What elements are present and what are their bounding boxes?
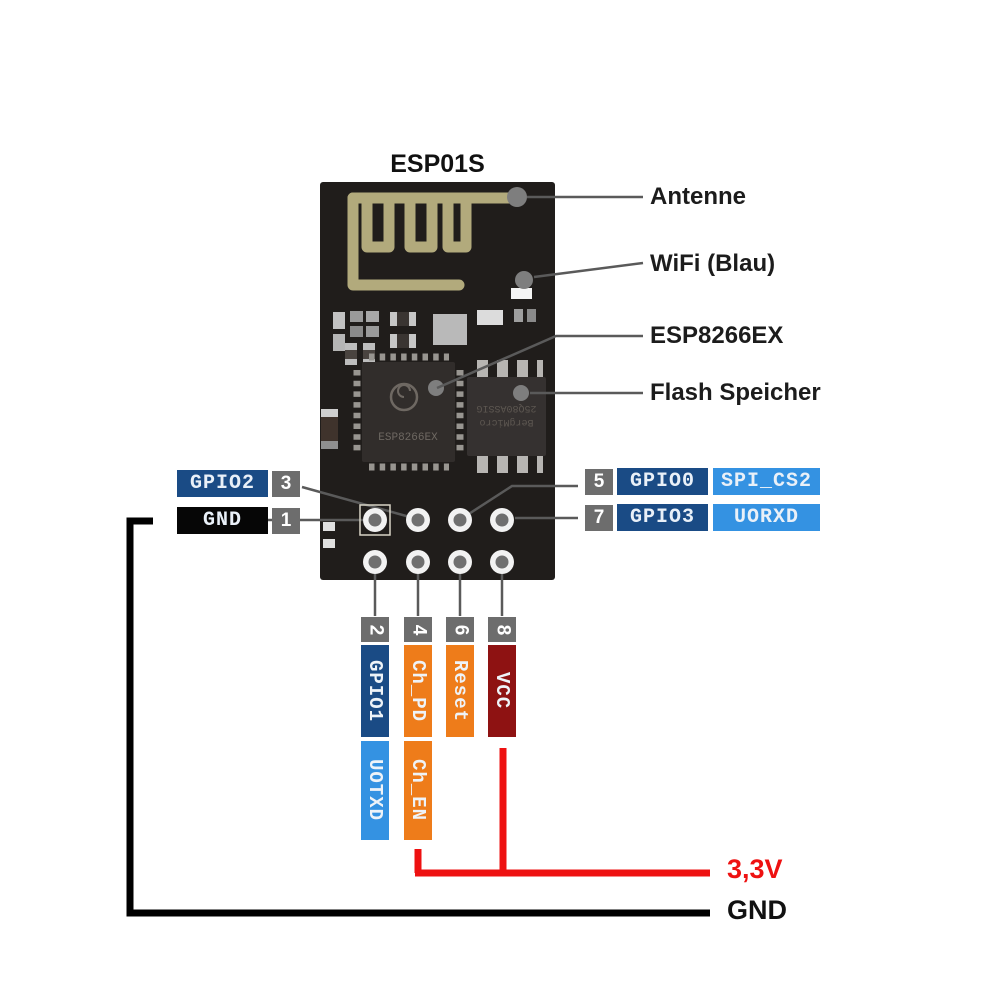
page-title: ESP01S: [390, 150, 485, 178]
pin-label-gpio1: GPIO1: [361, 645, 389, 737]
flash-chip-marking-part: 25Q80ASSIG: [476, 402, 536, 413]
label-flash-speicher: Flash Speicher: [650, 379, 821, 406]
pin-label-gpio2: GPIO2: [177, 470, 268, 497]
pin-number-2: 2: [361, 617, 389, 642]
pin-label-gnd: GND: [177, 507, 268, 534]
pin-label-vcc: VCC: [488, 645, 516, 737]
antenna-marker-dot: [507, 187, 527, 207]
line-pin3: [301, 485, 418, 521]
label-antenne: Antenne: [650, 183, 746, 210]
label-esp8266ex: ESP8266EX: [650, 322, 784, 349]
pin-label-uorxd: UORXD: [713, 504, 820, 531]
pin-label-reset: Reset: [446, 645, 474, 737]
line-pin5: [460, 484, 578, 521]
esp-chip-marking: ESP8266EX: [378, 432, 438, 444]
pin-number-4-text: 4: [407, 624, 429, 635]
pin-number-5: 5: [585, 469, 613, 495]
pin-number-3: 3: [272, 471, 300, 497]
pin-label-gpio3: GPIO3: [617, 504, 708, 531]
flash-chip-marking-brand: BergMicro: [479, 416, 533, 428]
pin-number-8-text: 8: [491, 624, 513, 635]
pin-number-2-text: 2: [364, 624, 386, 635]
pin-number-6: 6: [446, 617, 474, 642]
crystal: [433, 314, 467, 345]
pin-label-uotxd: UOTXD: [361, 741, 389, 840]
pin-number-7: 7: [585, 505, 613, 531]
flash-chip: BergMicro 25Q80ASSIG: [467, 360, 546, 473]
label-3v3: 3,3V: [727, 854, 783, 884]
wifi-marker-dot: [515, 271, 533, 289]
label-gnd-rail: GND: [727, 895, 787, 925]
label-wifi: WiFi (Blau): [650, 250, 776, 277]
flash-marker-dot: [513, 385, 529, 401]
pin-number-4: 4: [404, 617, 432, 642]
pin-number-8: 8: [488, 617, 516, 642]
line-wifi: [533, 261, 644, 279]
antenna-trace: [347, 192, 521, 291]
pin-label-ch-en: Ch_EN: [404, 741, 432, 840]
gnd-wire: [126, 517, 710, 917]
pin-number-1: 1: [272, 508, 300, 534]
line-esp8266: [436, 334, 643, 390]
vcc-wire: [414, 748, 710, 877]
pin-label-gpio0: GPIO0: [617, 468, 708, 495]
pin-holes: [359, 504, 514, 574]
pin-label-spi-cs2: SPI_CS2: [713, 468, 820, 495]
esp-chip-marker-dot: [428, 380, 444, 396]
pin-label-ch-pd: Ch_PD: [404, 645, 432, 737]
pin-number-6-text: 6: [449, 624, 471, 635]
pin1-square-pad: [359, 504, 391, 536]
wifi-led: [511, 288, 532, 299]
esp8266-chip: ESP8266EX: [353, 353, 464, 471]
